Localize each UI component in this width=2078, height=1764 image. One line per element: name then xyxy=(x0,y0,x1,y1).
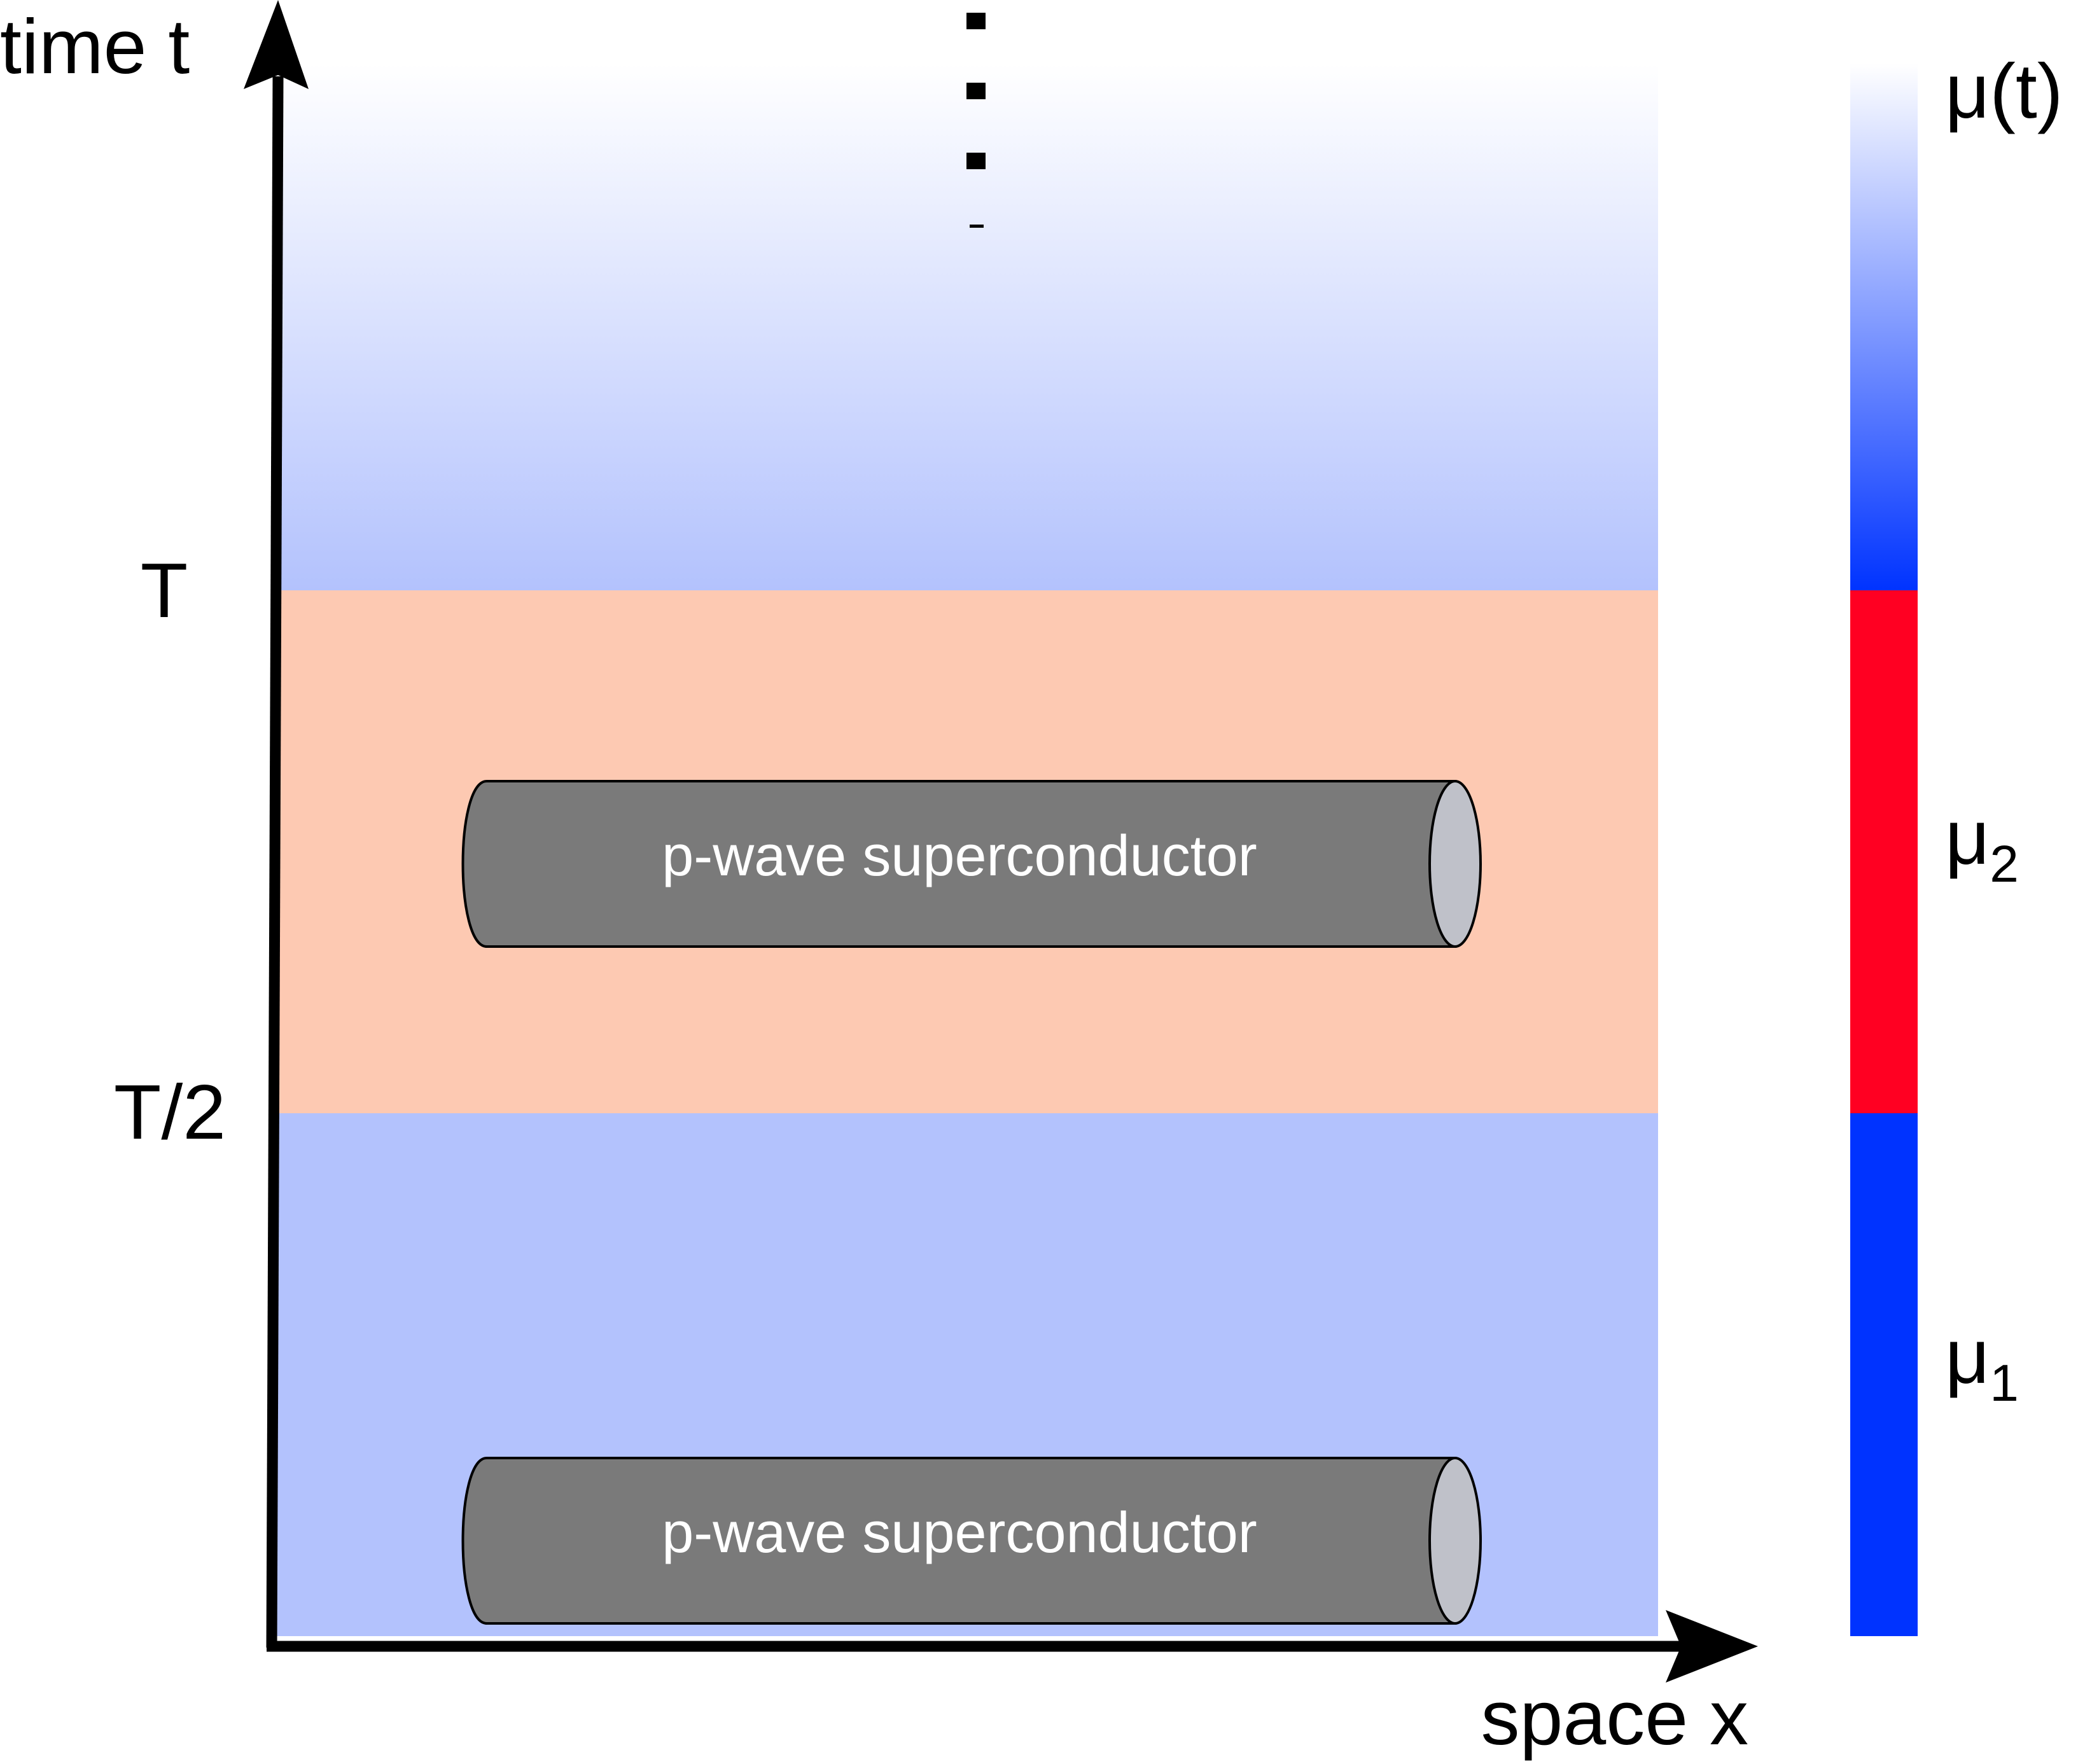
time-axis-arrowhead xyxy=(244,0,309,89)
colorbar-mu2-segment xyxy=(1850,590,1918,1113)
mu2-label: μ2 xyxy=(1945,794,2019,893)
mu1-label: μ1 xyxy=(1945,1313,2019,1412)
tick-label-T: T xyxy=(141,547,188,634)
wire-body xyxy=(461,1457,1456,1625)
wire-end-cap xyxy=(1428,1457,1482,1625)
time-axis-label: time t xyxy=(0,3,190,90)
ellipsis-dot xyxy=(966,13,986,29)
wire-label: p-wave superconductor xyxy=(662,824,1257,888)
mu-colorbar xyxy=(1850,64,1918,1636)
ellipsis-dot xyxy=(966,153,986,169)
space-axis-label: space x xyxy=(1481,1674,1748,1761)
upper-band-gradient xyxy=(277,64,1658,590)
colorbar-gradient-segment xyxy=(1850,64,1918,590)
time-axis xyxy=(244,0,309,1648)
wire-body xyxy=(461,780,1456,948)
mu2-symbol: μ xyxy=(1945,794,1990,880)
space-axis-arrowhead xyxy=(1666,1610,1758,1683)
tick-label-T-half: T/2 xyxy=(114,1069,226,1155)
continuation-ellipsis xyxy=(966,13,986,228)
mu1-subscript: 1 xyxy=(1990,1354,2019,1412)
mu2-subscript: 2 xyxy=(1990,835,2019,893)
colorbar-title: μ(t) xyxy=(1945,48,2063,134)
space-axis xyxy=(267,1610,1758,1683)
colorbar-mu1-segment xyxy=(1850,1113,1918,1636)
wire-end-cap xyxy=(1428,780,1482,948)
wire-label: p-wave superconductor xyxy=(662,1501,1257,1565)
ellipsis-dot xyxy=(970,225,984,228)
superconductor-wire-upper: p-wave superconductor xyxy=(461,780,1482,948)
mu1-symbol: μ xyxy=(1945,1313,1990,1399)
superconductor-wire-lower: p-wave superconductor xyxy=(461,1457,1482,1625)
ellipsis-dot xyxy=(966,83,986,99)
